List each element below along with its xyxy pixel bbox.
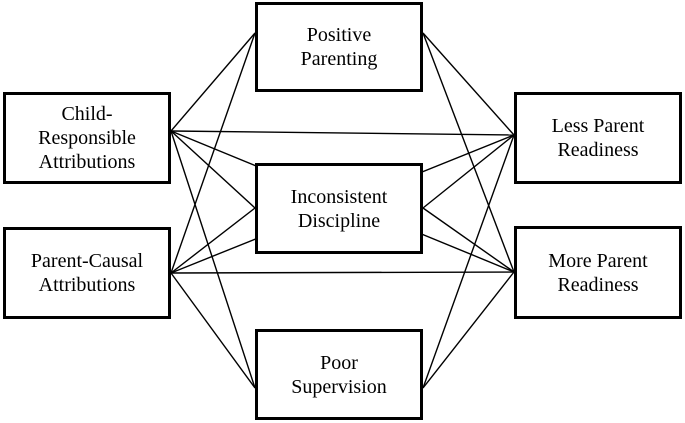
parent-causal-attributions-box: Parent-Causal Attributions [3, 227, 171, 319]
node-label-line: Child- [61, 103, 113, 125]
edge-inconsistent-less [422, 134, 515, 209]
node-label-line: Parent-Causal [30, 250, 144, 272]
edge-positive-more [422, 32, 515, 273]
node-label-line: Supervision [291, 375, 387, 398]
more-parent-readiness-box: More Parent Readiness [514, 226, 682, 319]
edge-poor-more [422, 271, 515, 389]
node-label-line: Parenting [300, 48, 378, 70]
positive-parenting-box: Positive Parenting [255, 2, 423, 92]
edge-positive-less [422, 32, 515, 136]
node-label-line: More Parent [548, 249, 648, 272]
edge-parent-positive [170, 32, 256, 274]
edge-child-positive [170, 32, 256, 132]
node-label-line: Readiness [557, 273, 639, 296]
node-label-line: Readiness [557, 139, 639, 161]
edge-child-less [170, 130, 515, 136]
less-parent-readiness-box: Less Parent Readiness [514, 92, 682, 184]
node-label-line: Inconsistent [290, 185, 388, 208]
edge-child-poor [170, 130, 256, 389]
edge-parent-inconsistent [170, 207, 256, 274]
edge-child-inconsistent [170, 130, 256, 209]
node-label-line: Attributions [38, 274, 136, 296]
node-label-line: Attributions [38, 151, 136, 173]
node-label-line: Less Parent [551, 115, 645, 137]
node-label-line: Positive [306, 24, 372, 46]
inconsistent-discipline-box: Inconsistent Discipline [255, 163, 423, 254]
edge-poor-less [422, 134, 515, 389]
node-label-line: Poor [320, 351, 358, 374]
edge-inconsistent-more [422, 207, 515, 273]
edge-parent-poor [170, 272, 256, 389]
edge-parent-more [170, 271, 515, 274]
poor-supervision-box: Poor Supervision [255, 329, 423, 420]
node-label-line: Discipline [297, 209, 381, 232]
child-responsible-attributions-box: Child- Responsible Attributions [3, 92, 171, 184]
node-label-line: Responsible [38, 127, 136, 149]
